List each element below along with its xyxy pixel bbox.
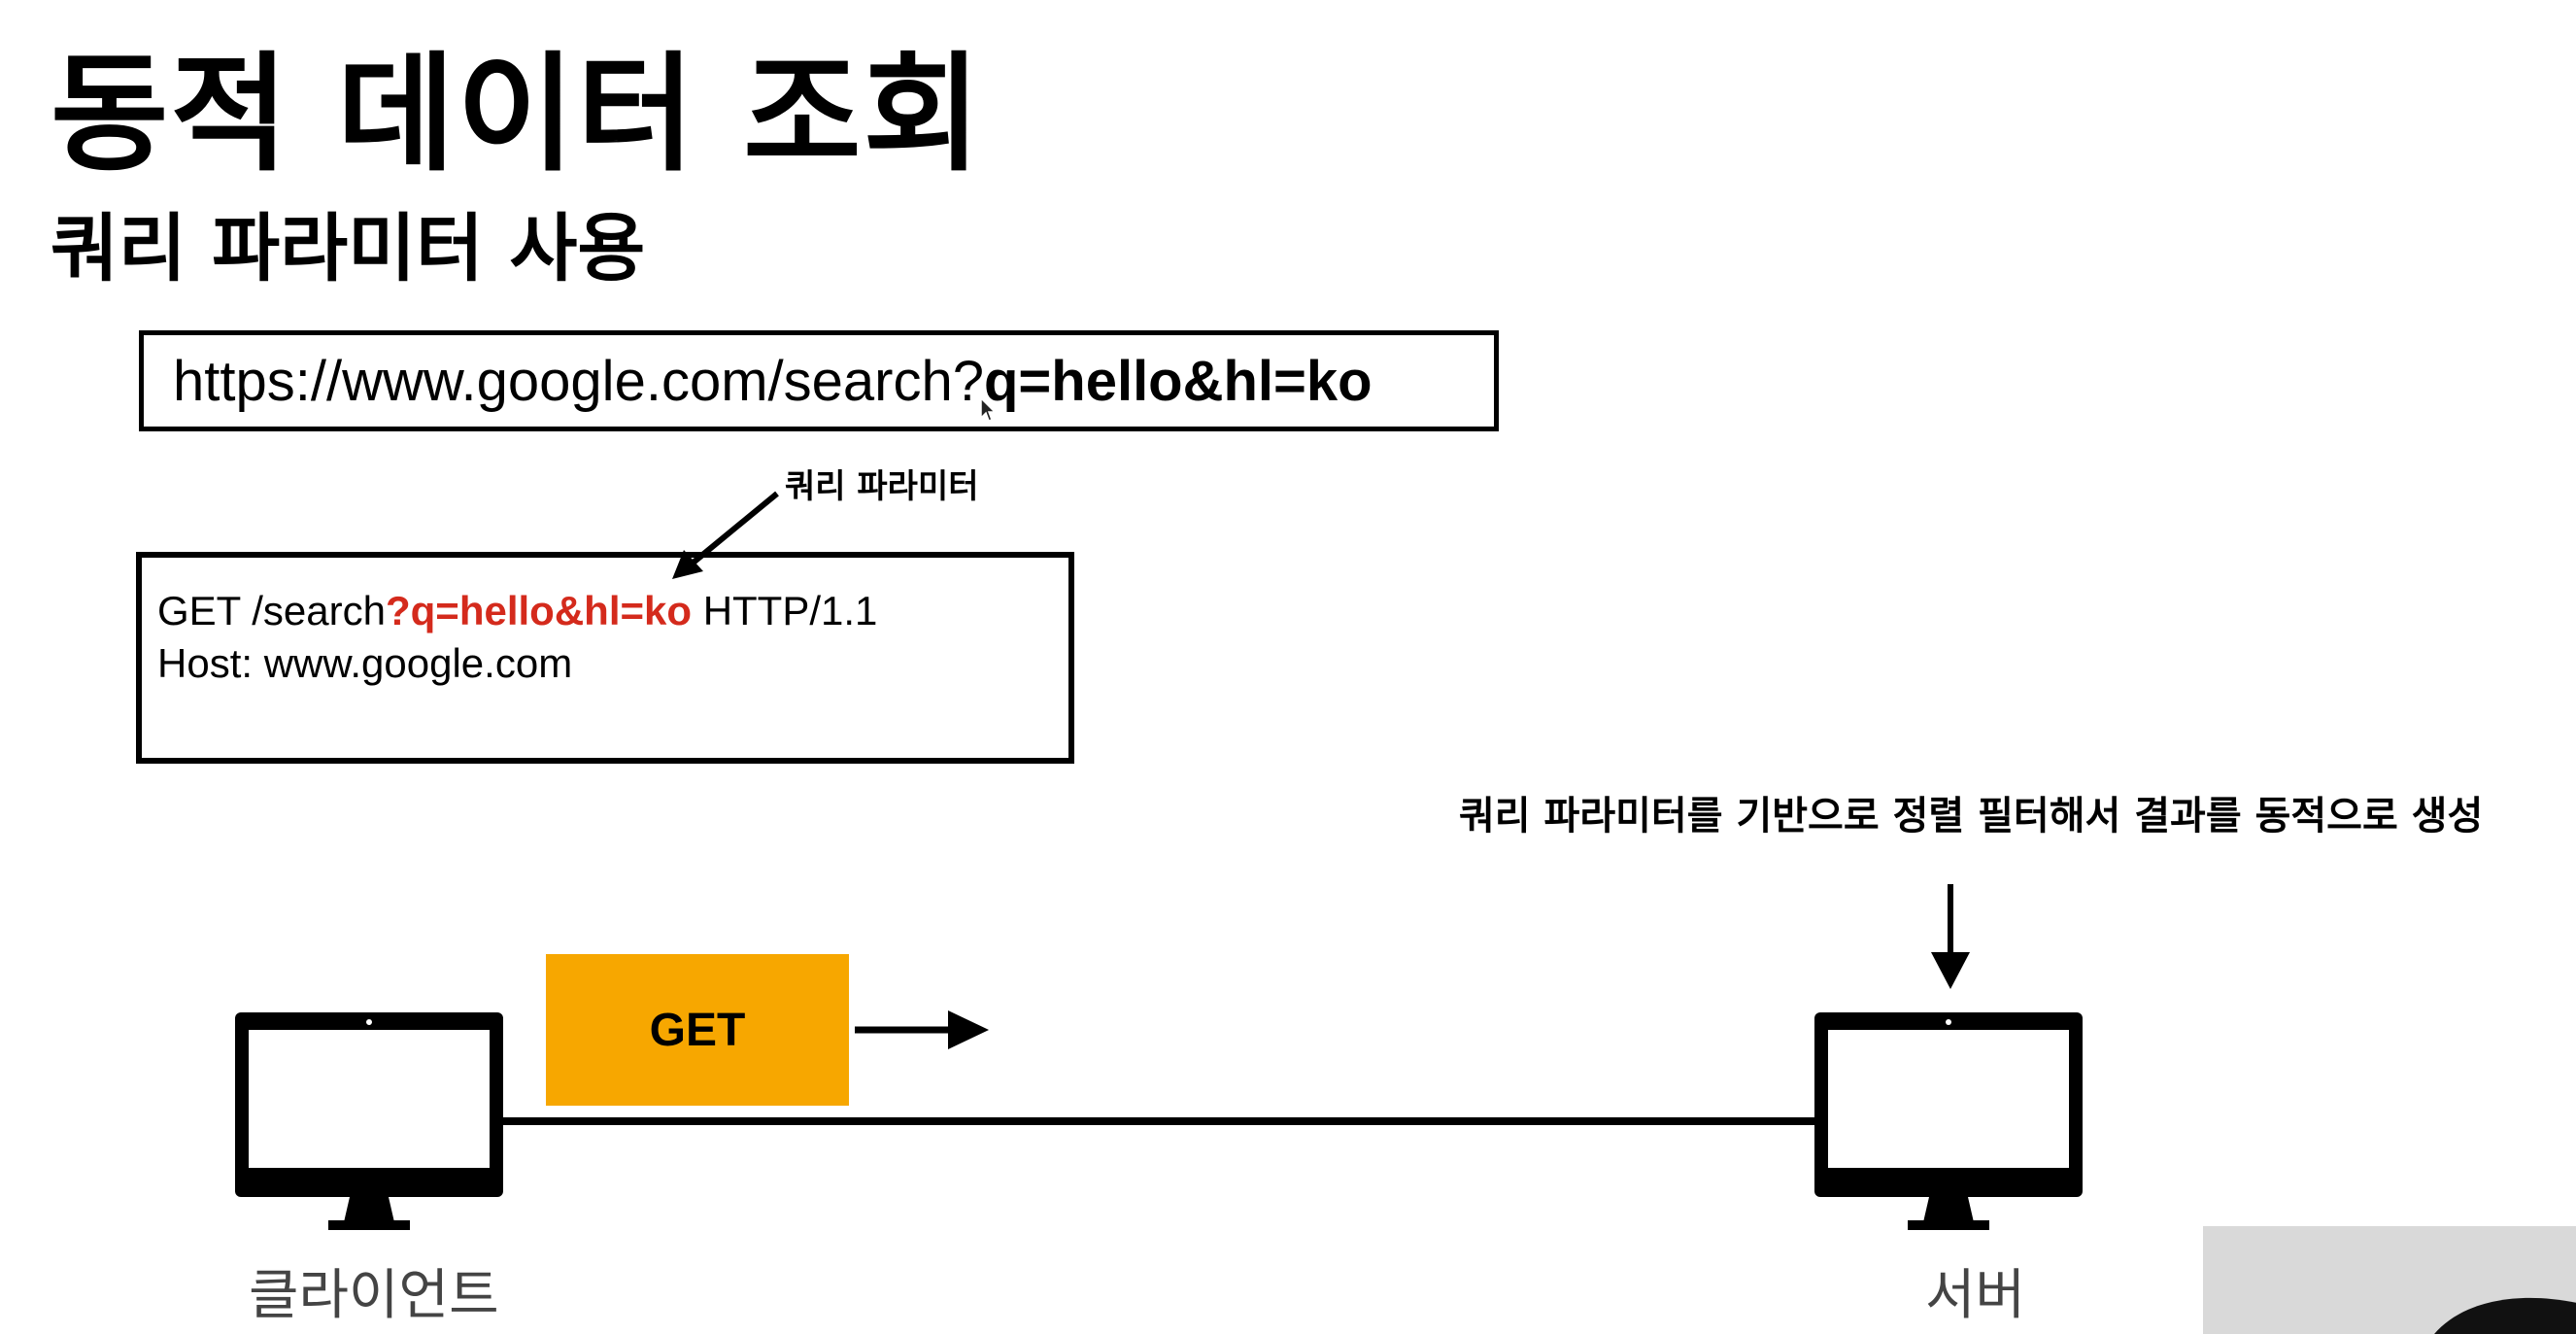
presenter-video	[2203, 1226, 2576, 1334]
client-label: 클라이언트	[249, 1264, 499, 1327]
network-line	[497, 1117, 1818, 1125]
request-query: ?q=hello&hl=ko	[385, 588, 693, 633]
server-note: 쿼리 파라미터를 기반으로 정렬 필터해서 결과를 동적으로 생성	[1459, 794, 2484, 838]
url-base: https://www.google.com/search?	[173, 349, 984, 413]
request-version: HTTP/1.1	[692, 588, 878, 633]
host-header: Host: www.google.com	[157, 640, 573, 686]
monitor-icon	[235, 1012, 503, 1230]
get-request-box: GET	[546, 954, 849, 1106]
http-request-message: GET /search?q=hello&hl=ko HTTP/1.1 Host:…	[136, 552, 1074, 764]
page-subtitle: 쿼리 파라미터 사용	[51, 205, 646, 291]
get-label: GET	[649, 1004, 746, 1056]
mouse-cursor-icon	[980, 396, 997, 422]
url-query: q=hello&hl=ko	[983, 349, 1373, 413]
query-param-annotation: 쿼리 파라미터	[785, 467, 979, 506]
request-method-path: GET /search	[157, 588, 386, 633]
page-title: 동적 데이터 조회	[51, 40, 983, 189]
arrow-right-icon	[855, 1010, 989, 1049]
request-line: GET /search?q=hello&hl=ko HTTP/1.1	[157, 585, 1068, 637]
server-label: 서버	[1925, 1264, 2026, 1327]
arrow-down-icon	[1931, 884, 1970, 989]
url-example-box: https://www.google.com/search?q=hello&hl…	[139, 330, 1499, 431]
monitor-icon	[1814, 1012, 2083, 1230]
presenter-silhouette	[2434, 1297, 2576, 1334]
